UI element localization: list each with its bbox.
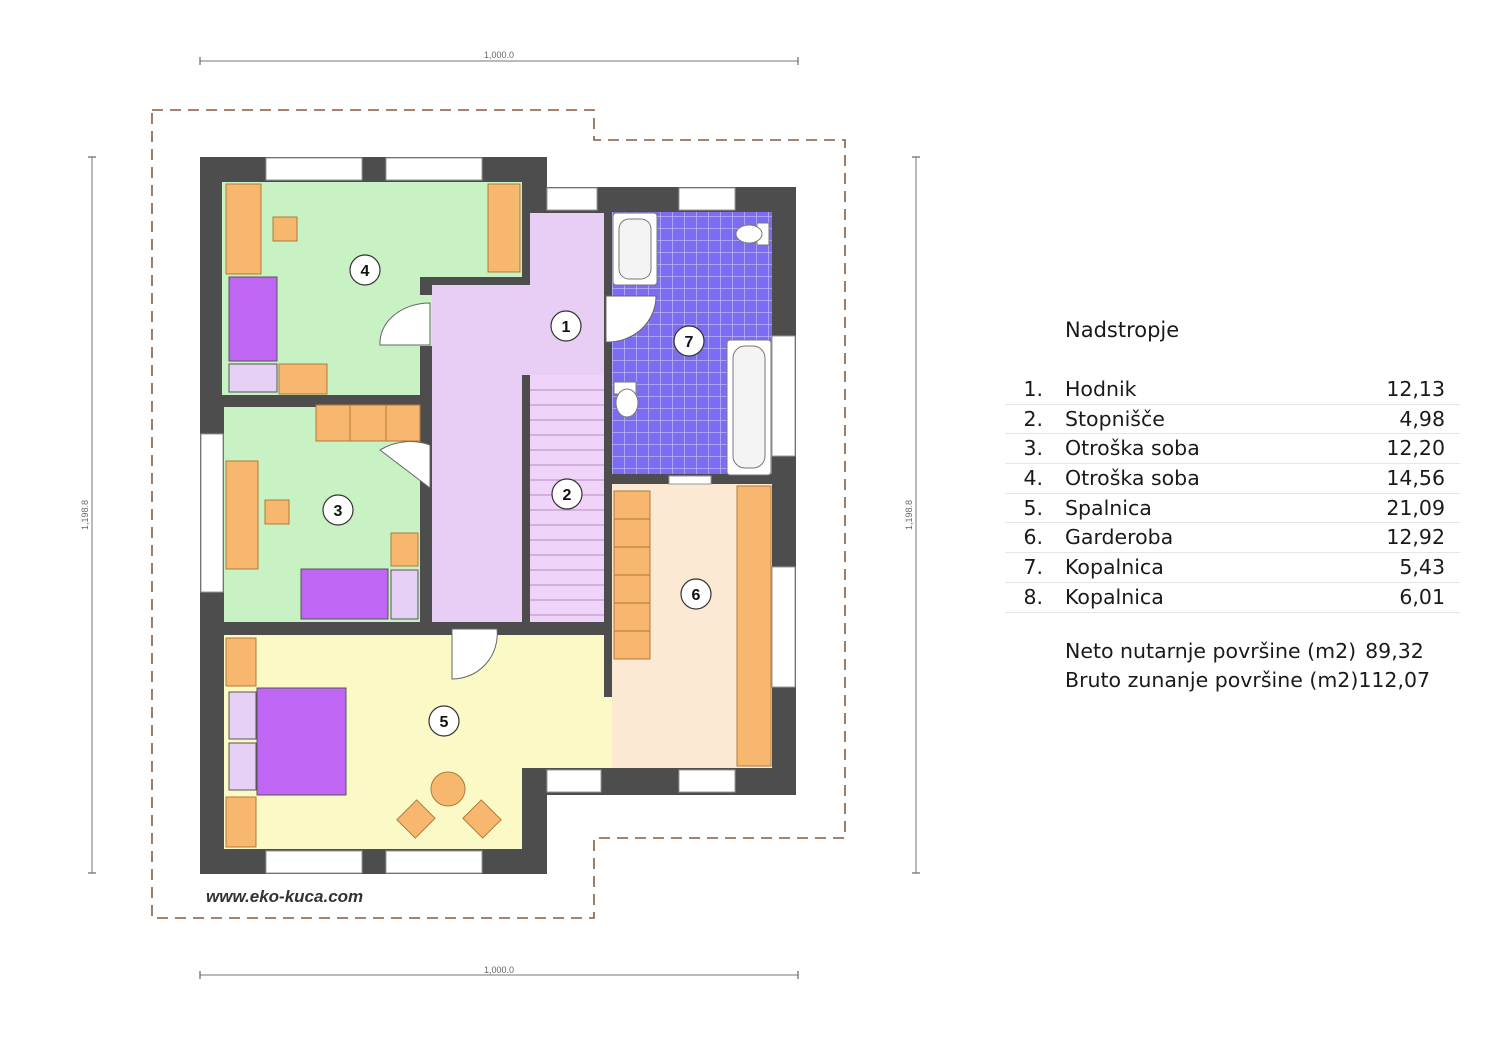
legend-title: Nadstropje <box>1065 318 1180 342</box>
gross-area-row: Bruto zunanje površine (m2)112,07 <box>1065 666 1460 695</box>
floor-plan: 1,000.0 1,000.0 1,198.8 1,198.8 <box>80 50 920 979</box>
roof-outline <box>151 109 846 919</box>
svg-text:4: 4 <box>361 263 370 280</box>
dimension-right-label: 1,198.8 <box>904 500 914 530</box>
svg-text:2: 2 <box>563 487 572 504</box>
dimension-left: 1,198.8 <box>80 156 96 874</box>
gross-area-label: Bruto zunanje površine (m2) <box>1065 667 1359 692</box>
gross-area-value: 112,07 <box>1358 667 1431 692</box>
room-badge-2: 2 <box>551 478 583 510</box>
svg-text:7: 7 <box>685 334 694 351</box>
net-area-value: 89,32 <box>1365 638 1424 663</box>
room-badge-1: 1 <box>550 310 582 342</box>
dimension-top: 1,000.0 <box>199 50 799 65</box>
furniture <box>225 183 772 848</box>
room-3-floor <box>224 407 420 622</box>
dimension-bottom: 1,000.0 <box>199 965 799 979</box>
windows <box>200 157 796 874</box>
room-badge-3: 3 <box>322 494 354 526</box>
room-badge-6: 6 <box>680 578 712 610</box>
svg-text:6: 6 <box>692 587 701 604</box>
bathroom-fixtures <box>612 212 772 476</box>
room-badge-5: 5 <box>428 705 460 737</box>
dimension-top-label: 1,000.0 <box>484 50 514 60</box>
doors <box>379 295 657 680</box>
interior-walls <box>222 190 772 697</box>
room-badge-4: 4 <box>349 254 381 286</box>
dimension-left-label: 1,198.8 <box>80 500 90 530</box>
area-totals: Neto nutarnje površine (m2) 89,32 Bruto z… <box>1005 637 1460 695</box>
dimension-right: 1,198.8 <box>904 156 920 874</box>
net-area-row: Neto nutarnje površine (m2) 89,32 <box>1065 637 1460 666</box>
website-link[interactable]: www.eko-kuca.com <box>206 887 363 906</box>
svg-text:3: 3 <box>334 503 343 520</box>
svg-text:1: 1 <box>562 319 571 336</box>
room-badge-7: 7 <box>673 325 705 357</box>
svg-text:5: 5 <box>440 714 449 731</box>
beds <box>228 276 419 796</box>
net-area-label: Neto nutarnje površine (m2) <box>1065 638 1357 663</box>
dimension-bottom-label: 1,000.0 <box>484 965 514 975</box>
